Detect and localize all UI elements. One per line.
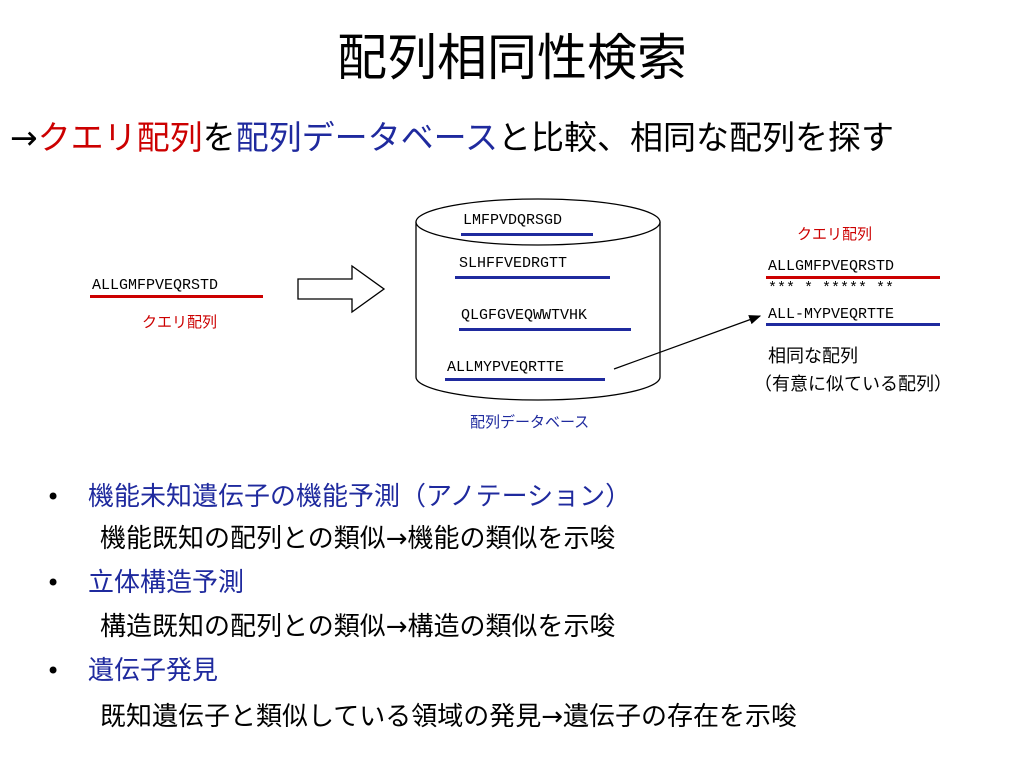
input-label: クエリ配列 xyxy=(142,313,218,331)
database-sequence: QLGFGVEQWWTVHK xyxy=(461,307,588,324)
alignment-query-underline xyxy=(766,276,940,279)
database-sequence: LMFPVDQRSGD xyxy=(463,212,563,229)
bullet-marker: • xyxy=(46,657,61,685)
subtitle-arrow: → xyxy=(10,118,38,157)
input-sequence: ALLGMFPVEQRSTD xyxy=(92,277,219,294)
subtitle-database-term: 配列データベース xyxy=(235,118,499,157)
subtitle-particle: を xyxy=(202,118,236,157)
database-sequence-underline xyxy=(445,378,605,381)
database-cylinder xyxy=(415,222,661,401)
subtitle: →クエリ配列を配列データベースと比較、相同な配列を探す xyxy=(10,118,894,158)
bullet-detail: 機能既知の配列との類似→機能の類似を示唆 xyxy=(100,524,616,554)
database-sequence: SLHFFVEDRGTT xyxy=(459,255,568,272)
subtitle-rest: と比較、相同な配列を探す xyxy=(498,118,895,157)
hit-note: 相同な配列 xyxy=(768,346,858,367)
alignment-hit: ALL-MYPVEQRTTE xyxy=(768,306,895,323)
bullet-marker: • xyxy=(46,569,61,597)
bullet-detail: 構造既知の配列との類似→構造の類似を示唆 xyxy=(100,612,616,642)
alignment-hit-underline xyxy=(766,323,940,326)
database-sequence-underline xyxy=(455,276,610,279)
hit-pointer-arrow xyxy=(613,315,762,370)
bullet-item: • xyxy=(46,480,60,514)
subtitle-query-term: クエリ配列 xyxy=(37,118,203,157)
database-sequence-underline xyxy=(459,328,631,331)
alignment-match-line: *** * ***** ** xyxy=(768,280,895,297)
bullet-heading: 遺伝子発見 xyxy=(88,656,219,686)
alignment-label: クエリ配列 xyxy=(797,225,873,243)
database-sequence: ALLMYPVEQRTTE xyxy=(447,359,565,376)
database-label: 配列データベース xyxy=(470,413,590,431)
database-sequence-underline xyxy=(461,233,593,236)
bullet-heading: 立体構造予測 xyxy=(88,568,245,598)
bullet-marker: • xyxy=(46,483,61,511)
page-title: 配列相同性検索 xyxy=(337,29,687,87)
bullet-item: • xyxy=(46,566,60,600)
input-sequence-underline xyxy=(90,295,263,298)
bullet-item: • xyxy=(46,654,60,688)
hit-note-detail: （有意に似ている配列） xyxy=(754,374,952,395)
alignment-query: ALLGMFPVEQRSTD xyxy=(768,258,895,275)
bullet-heading: 機能未知遺伝子の機能予測（アノテーション） xyxy=(88,482,632,512)
search-arrow xyxy=(297,264,386,314)
bullet-detail: 既知遺伝子と類似している領域の発見→遺伝子の存在を示唆 xyxy=(100,702,798,732)
